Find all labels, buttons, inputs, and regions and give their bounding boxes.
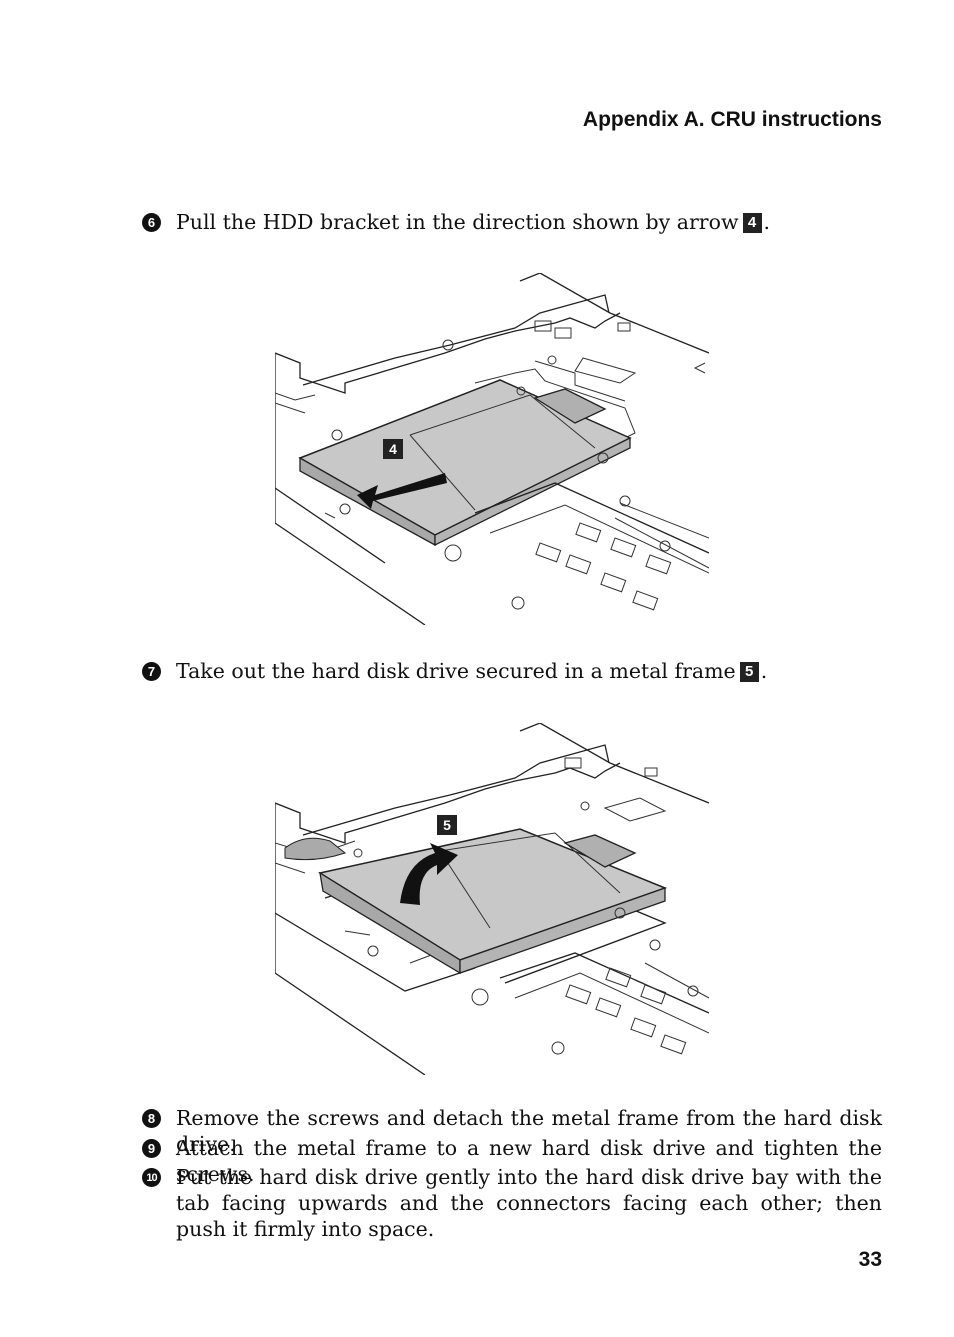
step-number: 7 [142,662,161,681]
step-text: Attach the metal frame to a new hard dis… [176,1136,882,1186]
step-9: 9 Attach the metal frame to a new hard d… [142,1135,882,1187]
step-7: 7 Take out the hard disk drive secured i… [142,658,882,684]
step-text-body: Pull the HDD bracket in the direction sh… [176,210,739,234]
step-text: Pull the HDD bracket in the direction sh… [176,209,882,235]
figure-pull-bracket: 4 [274,272,710,626]
step-text: Remove the screws and detach the metal f… [176,1106,882,1156]
step-text-body: Take out the hard disk drive secured in … [176,659,736,683]
hdd-bracket-illustration: 4 [274,272,710,626]
callout-tag: 4 [742,213,762,233]
step-number: 8 [142,1109,161,1128]
step-number: 10 [142,1168,161,1187]
figure-callout: 5 [443,817,451,833]
step-10: 10 Put the hard disk drive gently into t… [142,1164,882,1242]
step-suffix: . [763,210,771,234]
step-number: 9 [142,1139,161,1158]
hdd-removal-illustration: 5 [274,722,710,1076]
page-number: 33 [858,1248,882,1271]
step-6: 6 Pull the HDD bracket in the direction … [142,209,882,235]
step-suffix: . [760,659,768,683]
step-text: Put the hard disk drive gently into the … [176,1165,882,1241]
callout-tag: 5 [739,662,759,682]
page-header: Appendix A. CRU instructions [582,108,882,131]
step-text: Take out the hard disk drive secured in … [176,658,882,684]
figure-take-out-hdd: 5 [274,722,710,1076]
figure-callout: 4 [389,441,397,457]
step-8: 8 Remove the screws and detach the metal… [142,1105,882,1157]
step-number: 6 [142,213,161,232]
